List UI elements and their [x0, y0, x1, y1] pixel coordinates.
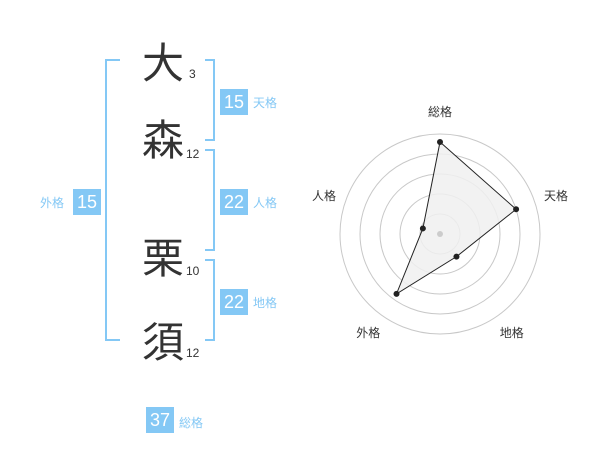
chikaku-label: 地格: [253, 296, 278, 310]
tenkaku-bracket: [205, 59, 215, 141]
radar-points: [393, 139, 520, 297]
radar-area: [395, 141, 517, 296]
radar-point-2: [513, 206, 520, 213]
jinkaku-bracket: [205, 149, 215, 251]
gaikaku-label: 外格: [40, 196, 65, 210]
soukaku-label: 総格: [179, 416, 204, 430]
gaikaku-bracket: [105, 59, 120, 341]
jinkaku-value-badge: 22: [220, 189, 248, 215]
tenkaku-label: 天格: [253, 96, 278, 110]
radar-axis-label-5: 人格: [311, 189, 336, 204]
radar-ring: [339, 133, 541, 335]
jinkaku-label: 人格: [253, 196, 278, 210]
stroke-count-1: 3: [189, 67, 196, 81]
radar-axis-label-3: 地格: [499, 325, 524, 340]
name-char-1: 大: [142, 39, 185, 88]
radar-axis-label-1: 総格: [427, 105, 452, 119]
stroke-count-3: 10: [186, 264, 200, 278]
radar-point-5: [419, 225, 426, 232]
stroke-count-2: 12: [186, 147, 200, 161]
chikaku-value-badge: 22: [220, 289, 248, 315]
chikaku-bracket: [205, 259, 215, 341]
name-char-3: 栗: [142, 234, 185, 283]
radar-point-1: [437, 139, 443, 145]
stroke-count-4: 12: [186, 346, 200, 360]
soukaku-value-badge: 37: [146, 407, 174, 433]
radar-axis-label-2: 天格: [544, 189, 569, 204]
name-char-4: 須: [142, 318, 185, 367]
radar-center-dot: [437, 231, 443, 237]
radar-point-4: [393, 290, 400, 297]
gaikaku-value-badge: 15: [73, 189, 101, 215]
radar-axis-label-4: 外格: [356, 325, 381, 340]
fortune-radar-chart: [339, 133, 541, 335]
tenkaku-value-badge: 15: [220, 89, 248, 115]
name-char-2: 森: [142, 116, 185, 165]
radar-point-3: [453, 253, 460, 260]
